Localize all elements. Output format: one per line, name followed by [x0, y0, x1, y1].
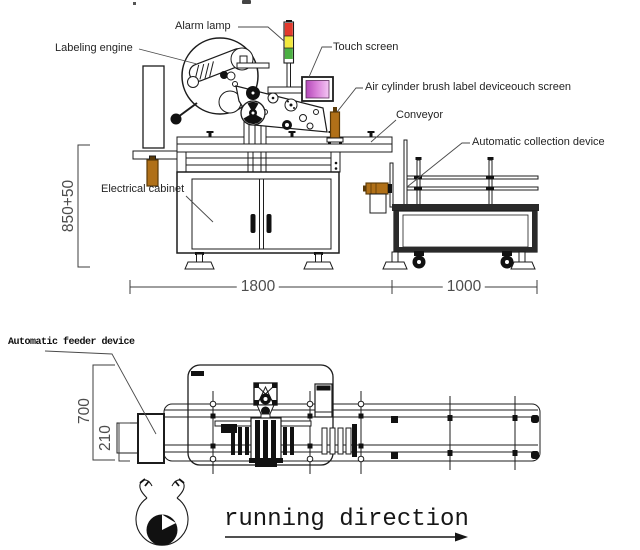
running-direction-arrow-icon: [225, 532, 468, 542]
electrical-cabinet-icon: [176, 171, 340, 254]
drive-motor-icon: [363, 162, 394, 214]
label-labeling-engine: Labeling engine: [55, 42, 133, 54]
operator-figure-icon: [135, 478, 189, 546]
touch-screen-icon: [267, 76, 334, 102]
alarm-lamp-icon: [283, 20, 295, 89]
dimension-overall-height: 850+50: [60, 179, 77, 233]
label-collection-device: Automatic collection device: [472, 136, 605, 148]
machine-feet-icon: [184, 252, 334, 270]
roller-cluster-plan: [214, 417, 357, 467]
screen-post-plan: [314, 383, 333, 418]
dimension-collection-length: 1000: [442, 278, 486, 296]
feeder-device-icon: [116, 413, 165, 464]
air-cylinder-icon: [326, 107, 344, 144]
label-conveyor: Conveyor: [396, 109, 444, 121]
applicator-plate-icon: [226, 55, 328, 133]
label-stand-icon: [132, 65, 180, 187]
dimension-main-length: 1800: [236, 278, 280, 296]
plan-view-drawing: [116, 364, 541, 474]
dimension-overall-width: 700: [76, 398, 93, 424]
label-electrical-cabinet: Electrical cabinet: [101, 183, 185, 195]
cropped-text-artifact: [133, 0, 251, 5]
label-touch-screen: Touch screen: [333, 41, 399, 53]
label-feeder-device: Automatic feeder device: [8, 337, 135, 348]
label-air-cylinder-brush: Air cylinder brush label deviceouch scre…: [365, 81, 572, 93]
conveyor-table-icon: [176, 131, 393, 173]
side-view-drawing: [132, 20, 539, 270]
conveyor-bolts: [209, 391, 518, 474]
leader-lines: [138, 26, 470, 223]
collection-device-icon: [382, 139, 539, 270]
dimension-lines-plan: [44, 350, 157, 462]
label-alarm-lamp: Alarm lamp: [175, 20, 231, 32]
running-direction-text: running direction: [224, 506, 469, 533]
dimension-conveyor-width: 210: [97, 425, 114, 451]
